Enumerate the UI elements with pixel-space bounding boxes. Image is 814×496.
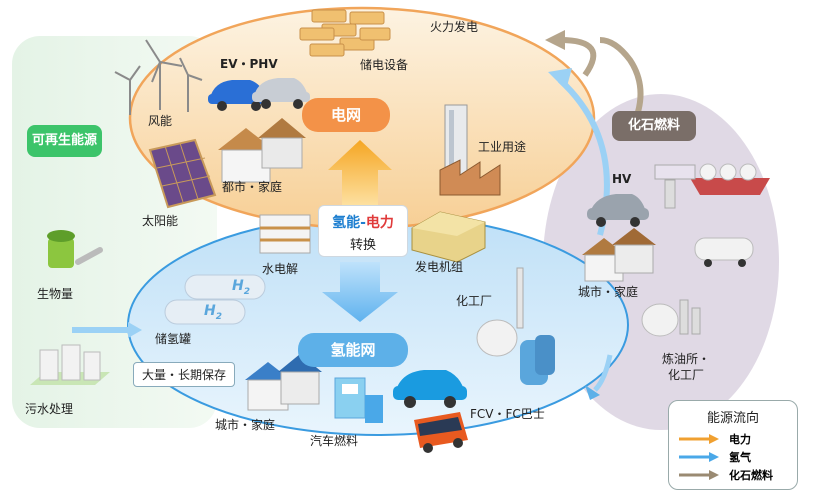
fossil-arrow-icon [679, 470, 719, 480]
sewage-treatment-icon [30, 344, 110, 385]
refinery-label: 炼油所・ [662, 352, 711, 366]
wind-turbine-icon [114, 39, 203, 115]
electrolysis-icon [259, 214, 311, 254]
hydrogen-arrow-icon [679, 452, 719, 462]
longterm-storage-box: 大量・长期保存 [133, 362, 236, 387]
power-arrow-icon [679, 434, 719, 444]
hydrogen-title-pill: 氢能网 [298, 333, 408, 367]
fcv-bus-label: FCV・FC巴士 [470, 407, 545, 421]
car-fuel-label: 汽车燃料 [310, 434, 359, 448]
solar-label: 太阳能 [142, 214, 179, 228]
h2-label: H2 [204, 303, 222, 322]
chemical-plant-icon [476, 267, 555, 385]
house-icon [218, 118, 306, 183]
fcv-car-icon [393, 370, 467, 408]
hv-car-icon [587, 194, 649, 227]
legend-item: 化石燃料 [679, 467, 794, 483]
city-home-label: 城市・家庭 [215, 418, 276, 432]
conversion-sep: - [360, 215, 366, 231]
storage-label: 储电设备 [360, 58, 409, 72]
renewable-title-pill: 可再生能源 [27, 125, 102, 157]
legend: 能源流向 电力 氢气 化石燃料 [668, 400, 798, 490]
grid-title-pill: 电网 [302, 98, 390, 132]
conversion-box: 氢能-电力 转换 [318, 205, 408, 257]
conversion-power-text: 电力 [365, 215, 394, 231]
legend-title: 能源流向 [706, 411, 759, 426]
house-icon [582, 228, 656, 282]
tanker-truck-icon [694, 237, 754, 267]
refinery-label-2: 化工厂 [668, 368, 705, 382]
fuel-station-icon [334, 377, 383, 423]
biomass-label: 生物量 [37, 287, 74, 301]
generator-icon [411, 211, 486, 263]
fossil-title-pill: 化石燃料 [612, 111, 696, 141]
chemical-plant-label: 化工厂 [456, 294, 493, 308]
hv-label: HV [612, 172, 632, 186]
fc-bus-icon [414, 412, 468, 453]
legend-item: 电力 [679, 431, 794, 447]
city-home-label: 城市・家庭 [578, 285, 639, 299]
sewage-label: 污水处理 [25, 402, 74, 416]
generator-label: 发电机组 [415, 260, 464, 274]
industry-label: 工业用途 [478, 140, 527, 154]
conversion-label: 转换 [349, 238, 376, 253]
lng-ship-icon [690, 163, 770, 195]
h2-label: H2 [232, 278, 250, 297]
thermal-power-label: 火力发电 [430, 20, 479, 34]
legend-item: 氢气 [679, 449, 794, 465]
solar-panel-icon [148, 138, 217, 209]
biomass-icon [47, 230, 103, 268]
house-icon [245, 354, 322, 411]
gas-station-icon [654, 164, 696, 209]
hydrogen-tank-label: 储氢罐 [155, 332, 192, 346]
city-home-label: 都市・家庭 [222, 180, 283, 194]
wind-label: 风能 [148, 114, 173, 128]
ev-car-icon [208, 78, 310, 111]
hydrogen-tank-icon [164, 274, 266, 325]
battery-storage-icon [299, 9, 391, 57]
ev-phv-label: EV・PHV [220, 57, 278, 71]
refinery-icon [641, 299, 701, 337]
factory-icon [439, 104, 501, 196]
electrolysis-label: 水电解 [262, 262, 299, 276]
conversion-hydrogen-text: 氢能 [332, 215, 361, 231]
